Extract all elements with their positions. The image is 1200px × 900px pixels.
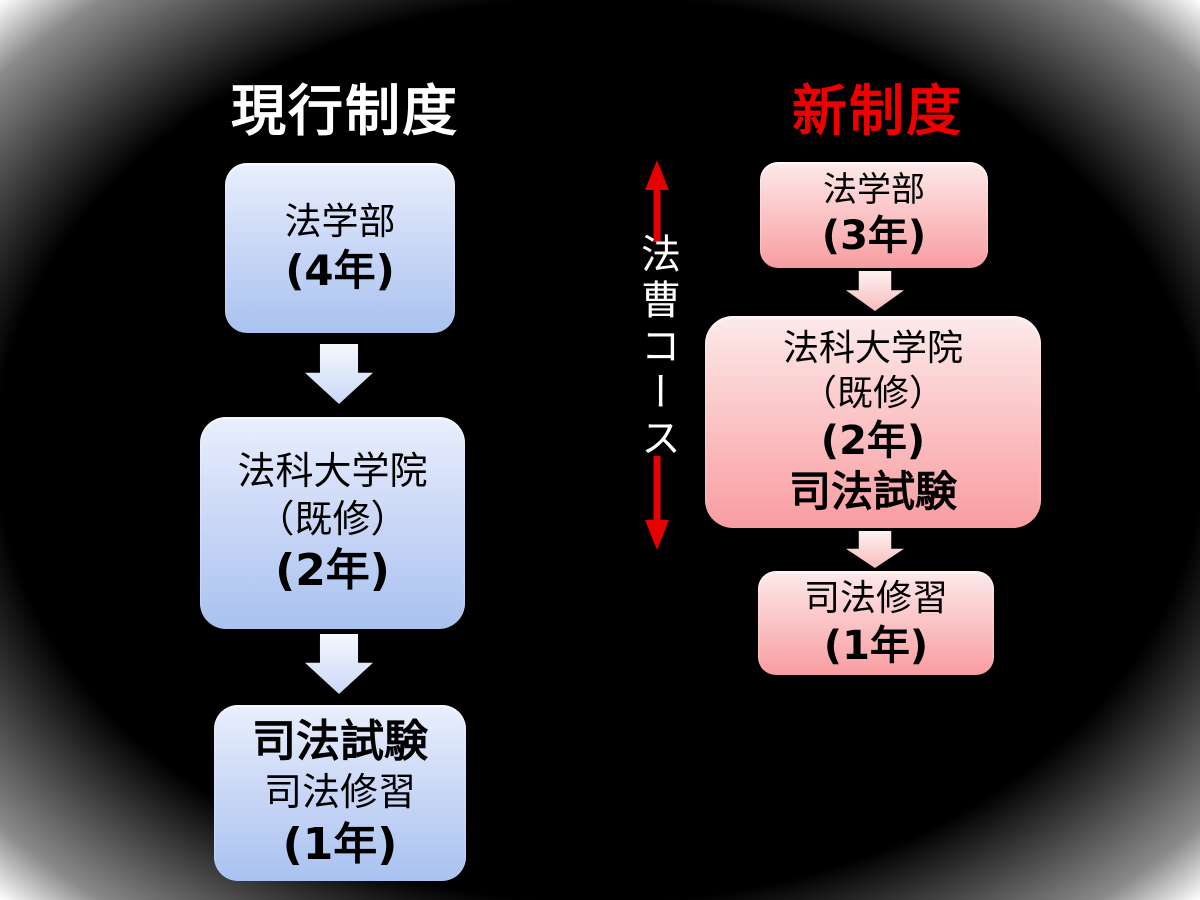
down-arrow-icon: [846, 271, 904, 311]
node-line: (3年): [821, 213, 927, 260]
course-label: 法曹コース: [634, 232, 680, 463]
down-arrow-icon: [305, 634, 373, 694]
arrow-head-down-icon: [645, 520, 669, 550]
course-span-double-arrow-icon: [645, 160, 669, 550]
node-line: 司法試験: [788, 466, 957, 516]
node-line: 法科大学院: [237, 449, 428, 493]
flow-node-current-bar-exam: 司法試験 司法修習 (1年): [214, 705, 466, 881]
node-line: 司法修習: [803, 577, 948, 619]
flow-node-current-law-school: 法科大学院 （既修） (2年): [200, 417, 465, 629]
node-line: (1年): [282, 818, 398, 870]
node-line: (2年): [275, 545, 390, 596]
node-line: 司法修習: [263, 770, 416, 815]
node-line: (2年): [820, 417, 926, 464]
node-line: （既修）: [256, 496, 409, 541]
flow-node-new-legal-training: 司法修習 (1年): [758, 571, 994, 675]
node-line: 法学部: [823, 169, 925, 210]
flow-node-new-law-faculty: 法学部 (3年): [760, 162, 988, 268]
node-line: 法学部: [284, 199, 396, 243]
title-new-system: 新制度: [791, 79, 963, 143]
node-line: (4年): [285, 245, 395, 295]
down-arrow-icon: [846, 531, 904, 568]
node-line: (1年): [823, 622, 929, 669]
title-current-system: 現行制度: [230, 79, 459, 143]
node-line: （既修）: [800, 372, 945, 414]
flow-node-current-law-faculty: 法学部 (4年): [225, 163, 455, 333]
node-line: 司法試験: [252, 716, 428, 768]
arrow-head-up-icon: [645, 160, 669, 190]
node-line: 法科大学院: [782, 327, 963, 369]
down-arrow-icon: [305, 344, 373, 404]
flow-node-new-law-school-bar-exam: 法科大学院 （既修） (2年) 司法試験: [705, 316, 1041, 528]
